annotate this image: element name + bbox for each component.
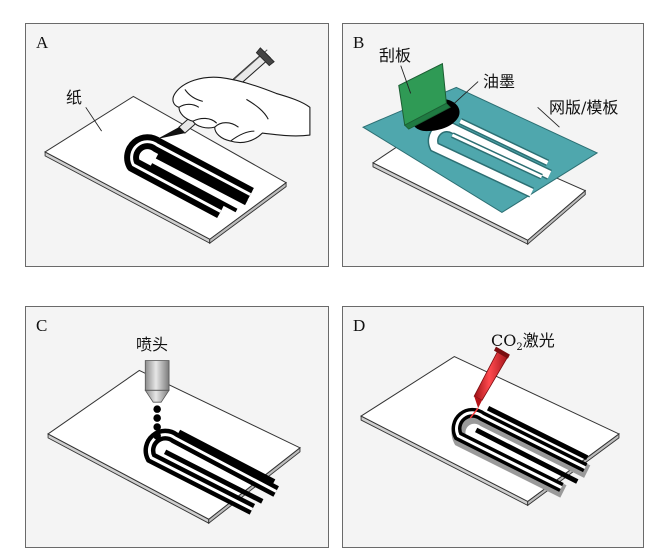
laser-label: CO2激光 [491, 327, 555, 353]
laser-label-prefix: CO [491, 331, 517, 350]
laser-label-suffix: 激光 [522, 331, 555, 350]
stencil-openings [427, 118, 552, 198]
squeegee-label: 刮板 [379, 46, 412, 65]
panel-d-laser-patterning: D CO2激光 [342, 306, 644, 548]
laser-head [473, 346, 510, 409]
ink-droplets [153, 405, 161, 440]
panel-c-inkjet-printing: C 喷头 [25, 306, 329, 548]
squeegee [398, 62, 452, 130]
laser-beam [469, 407, 479, 419]
panel-c-letter: C [36, 316, 48, 335]
squeegee-leader-line [400, 65, 412, 94]
panel-d-illustration [360, 346, 620, 507]
nozzle-label: 喷头 [136, 335, 169, 354]
electrode-pattern [124, 134, 254, 219]
laser-label-subscript: 2 [516, 342, 523, 354]
ink-label: 油墨 [483, 72, 516, 91]
paper-label: 纸 [66, 88, 83, 107]
panel-a-letter: A [36, 33, 49, 52]
electrode-finger-2 [150, 163, 238, 213]
electrode-inner-gap [130, 140, 252, 213]
panel-b-screen-printing: B 刮板 油墨 网版/模板 [342, 23, 644, 267]
panel-a-hand-drawing: A 纸 [25, 23, 329, 267]
panel-a-illustration [44, 47, 311, 245]
panel-c-illustration [47, 360, 301, 525]
panel-d-letter: D [353, 316, 366, 335]
paper-leader-line [85, 107, 102, 132]
electrode-pattern [451, 405, 591, 498]
panel-b-letter: B [353, 33, 365, 52]
paper-sheet [47, 369, 301, 520]
panel-b-illustration [361, 62, 599, 246]
electrode-finger-1 [155, 153, 248, 206]
nozzle [144, 360, 170, 403]
ink-leader-line [454, 81, 479, 104]
pen-cap [255, 47, 275, 67]
pen-tip [157, 127, 185, 140]
stencil-label: 网版/模板 [549, 98, 619, 117]
stencil-leader-line [537, 106, 560, 128]
hand-outline [172, 76, 311, 144]
